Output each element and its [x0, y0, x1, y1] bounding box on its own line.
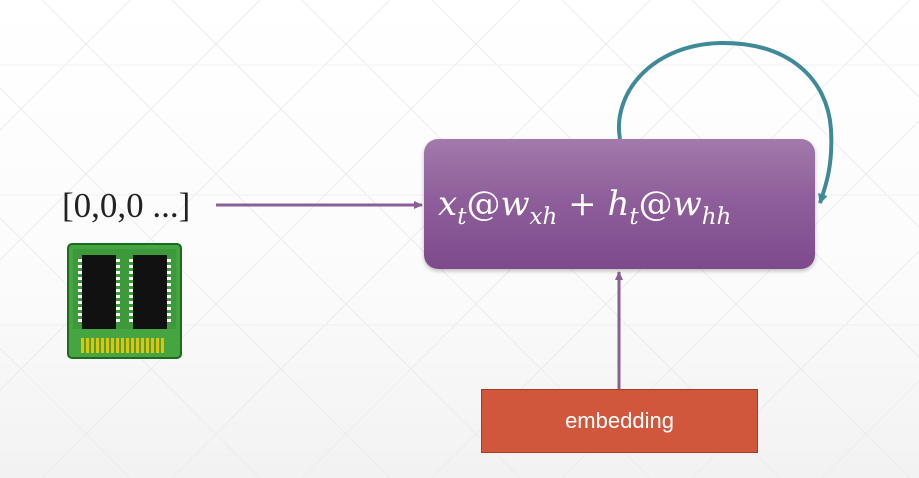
formula-plus: +	[568, 184, 597, 224]
formula-h-sub: t	[629, 204, 639, 230]
formula-w2: w	[672, 184, 702, 224]
input-vector: [0,0,0 ...]	[62, 186, 191, 225]
formula-x: x	[438, 184, 458, 224]
formula-at-1: @	[466, 184, 501, 224]
formula-h: h	[607, 184, 630, 224]
memory-chip-icon	[67, 243, 182, 359]
recurrent-loop-arrow	[616, 40, 834, 204]
embedding-label: embedding	[565, 408, 674, 433]
formula-w2-sub: hh	[701, 204, 732, 230]
rnn-cell: xt@wxh + ht@whh	[424, 139, 815, 269]
formula-w1-sub: xh	[529, 204, 558, 230]
recurrence-formula: xt@wxh + ht@whh	[438, 184, 731, 229]
formula-x-sub: t	[457, 204, 467, 230]
embedding-box: embedding	[481, 389, 758, 453]
formula-w1: w	[500, 184, 530, 224]
formula-at-2: @	[638, 184, 673, 224]
